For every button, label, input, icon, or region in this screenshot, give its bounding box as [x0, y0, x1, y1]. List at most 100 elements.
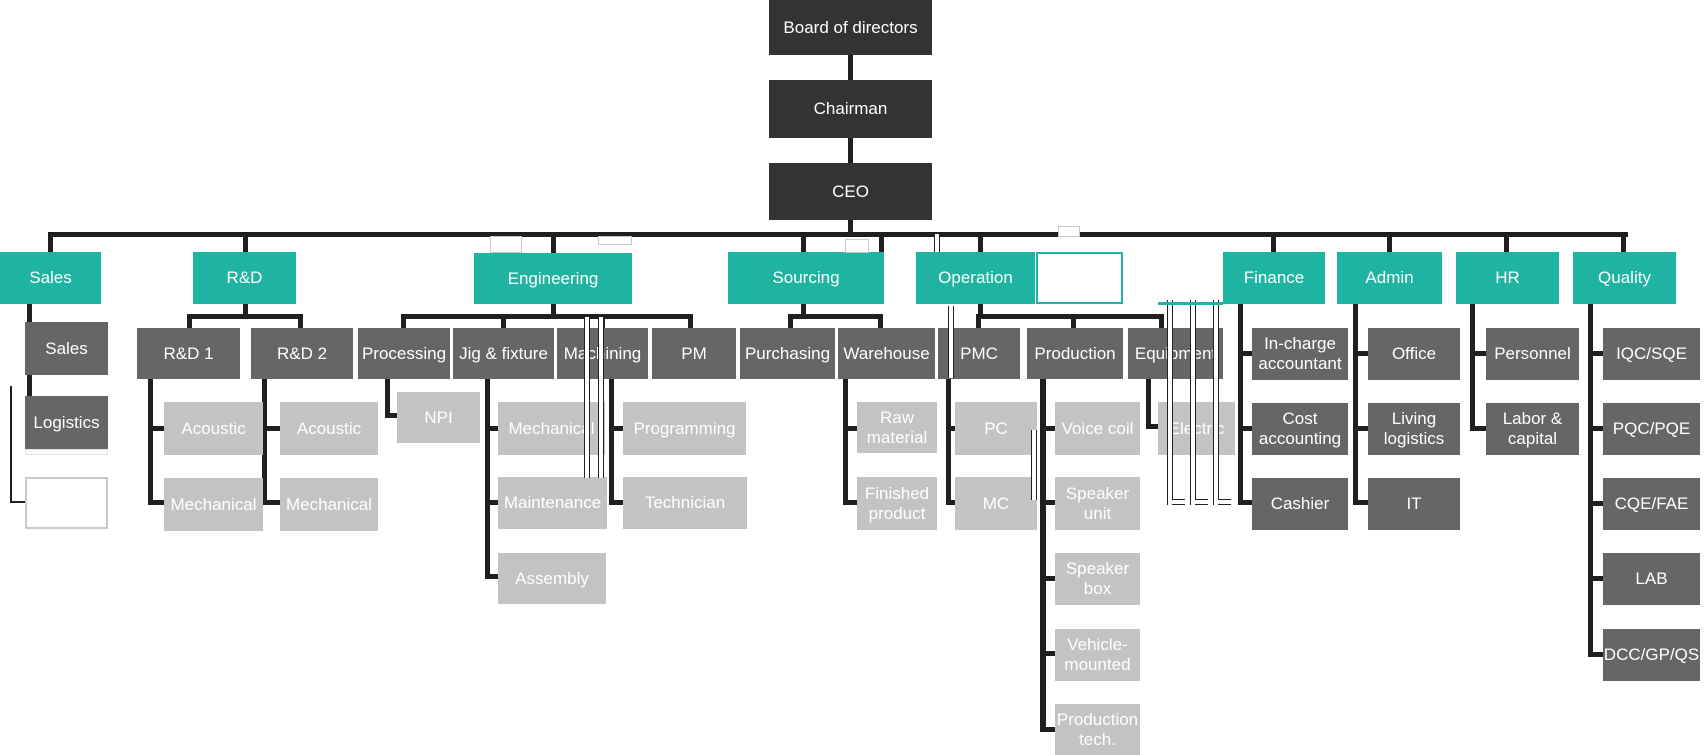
connector-line: [262, 426, 280, 431]
connector-line: [48, 232, 1628, 237]
hollow-connector-artifact: [1167, 300, 1173, 505]
connector-line: [1238, 426, 1252, 431]
hollow-connector-artifact: [948, 306, 954, 378]
connector-line: [401, 314, 693, 319]
hollow-connector-foot-artifact: [1218, 499, 1231, 505]
connector-line: [148, 426, 164, 431]
connector-line: [243, 237, 248, 253]
connector-line: [485, 574, 498, 579]
connector-line: [848, 138, 853, 163]
node-labor-capital: Labor & capital: [1486, 403, 1579, 455]
connector-line: [1588, 304, 1593, 655]
node-rnd2: R&D 2: [251, 328, 353, 379]
node-pqc-pqe: PQC/PQE: [1603, 403, 1700, 455]
connector-line: [978, 304, 983, 316]
connector-line: [485, 379, 490, 578]
node-quality-dept: Quality: [1573, 252, 1676, 304]
connector-line: [801, 237, 806, 253]
connector-line: [879, 237, 884, 252]
node-cqe-fae: CQE/FAE: [1603, 478, 1700, 530]
node-raw-material: Raw material: [857, 402, 937, 453]
connector-line: [10, 386, 12, 503]
node-processing: Processing: [358, 328, 450, 379]
connector-line: [1040, 500, 1055, 505]
connector-line: [946, 426, 955, 431]
node-rnd2-mechanical: Mechanical: [280, 478, 378, 531]
connector-line: [976, 319, 981, 328]
hollow-connector-artifact: [598, 317, 604, 478]
remnant-box-artifact: [490, 236, 522, 253]
connector-line: [843, 500, 857, 505]
node-admin-dept: Admin: [1337, 252, 1442, 304]
hollow-connector-artifact: [934, 234, 940, 252]
connector-line: [385, 413, 397, 418]
hollow-connector-artifact: [1213, 300, 1219, 505]
connector-line: [1040, 379, 1046, 730]
hollow-connector-foot-artifact: [1172, 499, 1185, 505]
connector-line: [609, 379, 614, 504]
node-equipment: Equipment: [1128, 328, 1223, 379]
connector-line: [1588, 426, 1603, 431]
connector-line: [1504, 237, 1509, 253]
node-living-logistics: Living logistics: [1368, 403, 1460, 455]
connector-line: [1159, 319, 1164, 328]
node-cashier: Cashier: [1252, 478, 1348, 530]
connector-line: [148, 500, 164, 505]
connector-line: [148, 379, 153, 505]
connector-line: [48, 237, 53, 253]
connector-line: [1146, 424, 1158, 429]
connector-line: [1588, 501, 1603, 506]
node-sales-dept: Sales: [0, 252, 101, 304]
connector-line: [609, 500, 623, 505]
connector-line: [788, 314, 883, 319]
connector-line: [946, 379, 951, 504]
node-rnd2-acoustic: Acoustic: [280, 402, 378, 455]
node-finished-product: Finished product: [857, 477, 937, 530]
remnant-box-artifact: [598, 236, 632, 245]
connector-line: [1621, 237, 1626, 253]
node-speaker-unit: Speaker unit: [1055, 477, 1140, 530]
connector-line: [1588, 576, 1603, 581]
node-it: IT: [1368, 478, 1460, 530]
connector-line: [1470, 351, 1486, 356]
connector-line: [1146, 379, 1151, 428]
node-sourcing-dept: Sourcing: [728, 252, 884, 304]
connector-line: [187, 314, 303, 319]
connector-line: [788, 319, 793, 328]
connector-line: [551, 237, 556, 253]
node-speaker-box: Speaker box: [1055, 553, 1140, 605]
connector-line: [262, 500, 280, 505]
node-jig-fixture: Jig & fixture: [453, 328, 554, 379]
node-warehouse: Warehouse: [838, 328, 935, 379]
node-rnd1: R&D 1: [137, 328, 240, 379]
node-assembly: Assembly: [498, 553, 606, 604]
connector-line: [243, 304, 248, 316]
node-npi: NPI: [397, 392, 480, 443]
node-ceo: CEO: [769, 163, 932, 220]
connector-line: [262, 379, 267, 505]
node-production-tech: Production tech.: [1055, 704, 1140, 755]
node-mc: MC: [955, 477, 1037, 530]
connector-line: [1238, 304, 1243, 504]
node-office: Office: [1368, 328, 1460, 380]
node-sales-sub: Sales: [25, 322, 108, 375]
connector-line: [385, 379, 390, 413]
node-lab: LAB: [1603, 553, 1700, 605]
connector-line: [878, 319, 883, 328]
node-programming: Programming: [623, 402, 746, 455]
connector-line: [1353, 426, 1368, 431]
node-board-of-directors: Board of directors: [769, 0, 932, 55]
connector-line: [976, 314, 1164, 319]
node-rnd1-mechanical: Mechanical: [164, 478, 263, 531]
node-voice-coil: Voice coil: [1055, 402, 1140, 455]
connector-line: [1238, 500, 1252, 505]
connector-line: [1040, 651, 1055, 656]
connector-line: [1271, 237, 1276, 253]
node-finance-dept: Finance: [1223, 252, 1325, 304]
connector-line: [843, 379, 848, 504]
connector-line: [10, 501, 26, 503]
connector-line: [1470, 304, 1475, 429]
node-chairman: Chairman: [769, 80, 932, 138]
connector-line: [843, 426, 857, 431]
node-engineering-dept: Engineering: [474, 253, 632, 304]
